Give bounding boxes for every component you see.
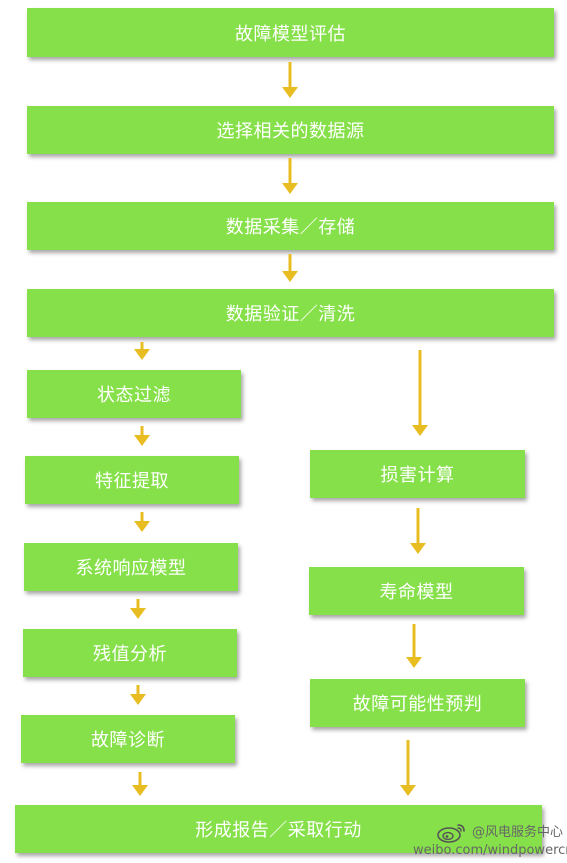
- node-fault-possibility-predict: 故障可能性预判: [310, 679, 525, 727]
- node-feature-extract: 特征提取: [25, 456, 239, 504]
- node-select-sources: 选择相关的数据源: [27, 106, 554, 154]
- arrow-life-model-to-predict: [404, 624, 424, 668]
- node-data-validate-clean: 数据验证／清洗: [27, 289, 554, 337]
- arrow-diagnosis-to-report: [130, 772, 150, 796]
- weibo-logo-icon: [437, 824, 465, 843]
- node-system-response-model: 系统响应模型: [24, 543, 238, 591]
- node-fault-diagnosis: 故障诊断: [21, 715, 235, 763]
- arrow-system-model-to-residual: [128, 599, 148, 619]
- arrow-damage-calc-to-life-model: [408, 508, 428, 554]
- arrow-residual-to-diagnosis: [128, 685, 148, 705]
- watermark-handle: @风电服务中心: [471, 825, 563, 840]
- node-fault-model-eval: 故障模型评估: [27, 8, 554, 57]
- node-state-filter: 状态过滤: [27, 370, 241, 418]
- arrow-sources-to-collect: [280, 158, 300, 194]
- node-damage-calc: 损害计算: [310, 450, 525, 498]
- node-data-collect-store: 数据采集／存储: [27, 202, 554, 250]
- arrow-collect-to-validate: [280, 254, 300, 282]
- weibo-watermark: @风电服务中心 weibo.com/windpowercn: [413, 823, 567, 859]
- arrow-predict-to-report: [398, 740, 418, 796]
- watermark-url: weibo.com/windpowercn: [413, 843, 567, 858]
- arrow-feature-to-system-model: [132, 512, 152, 532]
- node-life-model: 寿命模型: [309, 567, 524, 615]
- arrow-eval-to-sources: [280, 62, 300, 98]
- arrow-validate-to-state-filter: [132, 342, 152, 360]
- arrow-state-filter-to-feature: [132, 426, 152, 446]
- node-residual-analysis: 残值分析: [23, 629, 237, 677]
- arrow-validate-to-damage-calc: [410, 350, 430, 436]
